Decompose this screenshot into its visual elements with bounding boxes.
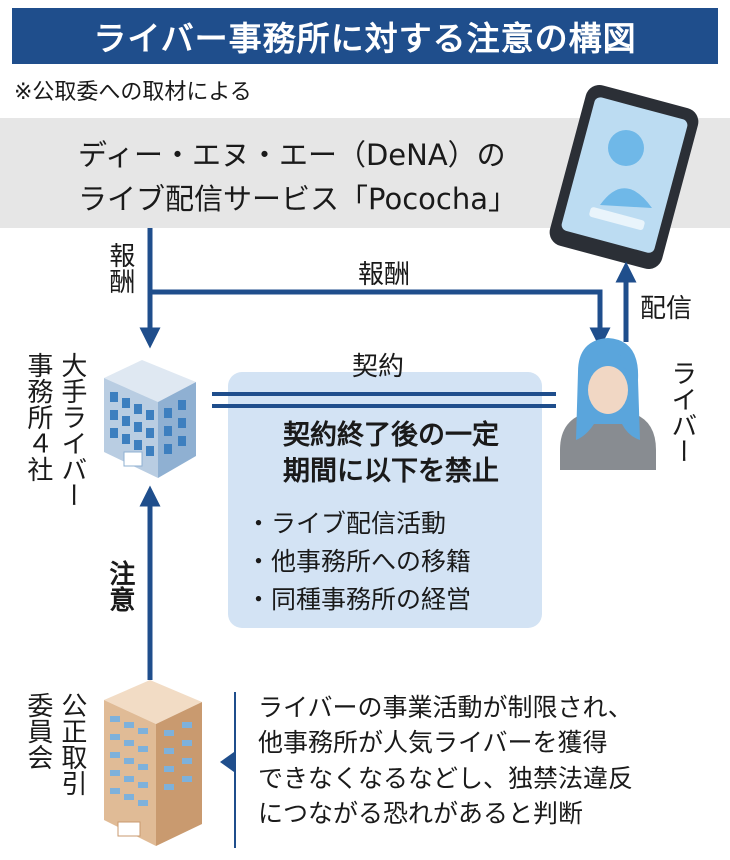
contract-box-heading-line1: 契約終了後の一定: [283, 420, 499, 451]
contract-item-1: ・ライブ配信活動: [246, 509, 447, 538]
liver-label: ライバー: [666, 360, 697, 464]
platform-name-line2: ライブ配信サービス「Pococha」: [78, 182, 517, 216]
smartphone-icon: [549, 84, 699, 270]
contract-box-heading: 契約終了後の一定 期間に以下を禁止: [246, 418, 536, 491]
contract-box-heading-line2: 期間に以下を禁止: [283, 456, 499, 488]
person-icon: [560, 338, 656, 470]
agency-label-col1: 大手ライバー: [56, 352, 87, 508]
caution-label: 注意: [104, 560, 135, 612]
page-title: ライバー事務所に対する注意の構図: [12, 8, 718, 64]
contract-item-2: ・他事務所への移籍: [246, 547, 472, 576]
reward-label-left: 報酬: [104, 242, 135, 294]
contract-terms-box: [228, 372, 542, 628]
ftc-label-col2: 委員会: [22, 692, 53, 770]
ftc-label-col1: 公正取引: [56, 692, 87, 796]
conclusion-text: ライバーの事業活動が制限され、 他事務所が人気ライバーを獲得 できなくなるなどし…: [258, 690, 724, 831]
office-building-icon: [104, 360, 196, 478]
conclusion-bracket-tip: [220, 752, 234, 772]
contract-line: [212, 392, 556, 408]
conclusion-line-4: につながる恐れがあると判断: [258, 798, 584, 828]
distribution-label: 配信: [640, 294, 693, 324]
source-note: ※公取委への取材による: [14, 80, 252, 105]
agency-label-col2: 事務所４社: [22, 352, 53, 482]
contract-item-3: ・同種事務所の経営: [246, 585, 472, 614]
conclusion-bracket: [234, 692, 236, 848]
reward-label-right: 報酬: [358, 260, 411, 290]
conclusion-line-3: できなくなるなどし、独禁法違反: [258, 763, 634, 793]
platform-name-line1: ディー・エヌ・エー（DeNA）の: [78, 138, 506, 172]
reward-arrow-right: [150, 289, 611, 349]
ftc-building-icon: [104, 680, 202, 846]
conclusion-line-1: ライバーの事業活動が制限され、: [258, 693, 633, 722]
contract-label: 契約: [352, 352, 405, 382]
conclusion-line-2: 他事務所が人気ライバーを獲得: [258, 728, 608, 758]
